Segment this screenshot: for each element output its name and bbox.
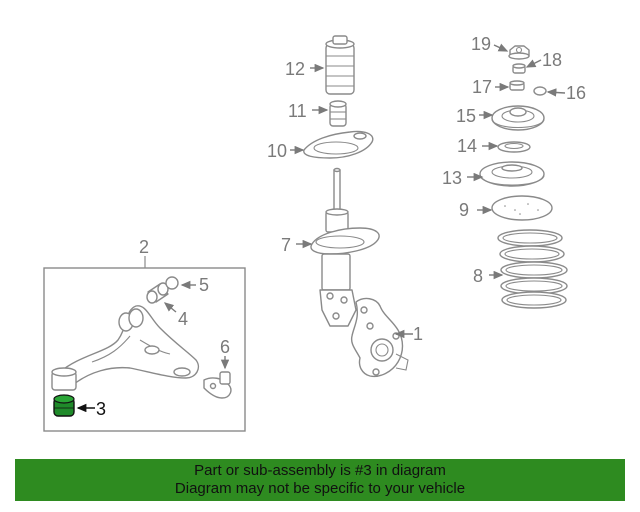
cap-part-17[interactable] bbox=[509, 80, 525, 91]
callout-14: 14 bbox=[457, 136, 477, 156]
callout-2: 2 bbox=[139, 237, 149, 257]
callout-18: 18 bbox=[542, 50, 562, 70]
control-arm-assembly: 2 4 5 6 bbox=[43, 237, 246, 432]
boot-part-12[interactable] bbox=[325, 35, 355, 95]
callout-15: 15 bbox=[456, 106, 476, 126]
spring-column: 19 18 17 16 15 bbox=[442, 34, 586, 309]
callout-19: 19 bbox=[471, 34, 491, 54]
knuckle-part-1[interactable] bbox=[350, 297, 409, 378]
bearing-part-14[interactable] bbox=[497, 141, 531, 153]
callout-13: 13 bbox=[442, 168, 462, 188]
callout-5: 5 bbox=[199, 275, 209, 295]
callout-10: 10 bbox=[267, 141, 287, 161]
info-banner: Part or sub-assembly is #3 in diagram Di… bbox=[15, 459, 625, 501]
spring-seat-part-10[interactable] bbox=[303, 130, 374, 159]
washer-part-18[interactable] bbox=[512, 63, 526, 74]
ball-joint-part-6[interactable] bbox=[203, 371, 232, 399]
banner-line-1: Part or sub-assembly is #3 in diagram bbox=[194, 462, 446, 479]
insulator-part-9[interactable] bbox=[491, 195, 553, 221]
front-suspension-diagram: 2 4 5 6 bbox=[43, 34, 586, 432]
callout-7: 7 bbox=[281, 235, 291, 255]
callout-6: 6 bbox=[220, 337, 230, 357]
callout-4: 4 bbox=[178, 309, 188, 329]
callout-16: 16 bbox=[566, 83, 586, 103]
callout-8: 8 bbox=[473, 266, 483, 286]
bushing-part-3-highlighted[interactable] bbox=[53, 394, 75, 417]
bushing-part-5[interactable] bbox=[165, 276, 179, 290]
callout-11: 11 bbox=[288, 101, 307, 121]
mount-part-15[interactable] bbox=[491, 105, 545, 131]
banner-line-2: Diagram may not be specific to your vehi… bbox=[174, 480, 466, 497]
nut-part-16[interactable] bbox=[533, 86, 547, 96]
bumper-part-11[interactable] bbox=[329, 100, 347, 127]
strut-part-7[interactable] bbox=[310, 167, 380, 327]
bushing-part-4[interactable] bbox=[146, 282, 169, 304]
callout-9: 9 bbox=[459, 200, 469, 220]
callout-1: 1 bbox=[413, 324, 423, 344]
callout-3: 3 bbox=[96, 399, 106, 419]
coil-spring-part-8[interactable] bbox=[497, 229, 568, 309]
spring-seat-part-13[interactable] bbox=[479, 161, 545, 187]
callout-17: 17 bbox=[472, 77, 492, 97]
callout-12: 12 bbox=[285, 59, 305, 79]
nut-part-19[interactable] bbox=[508, 45, 530, 60]
strut-column: 12 11 10 bbox=[267, 35, 423, 378]
